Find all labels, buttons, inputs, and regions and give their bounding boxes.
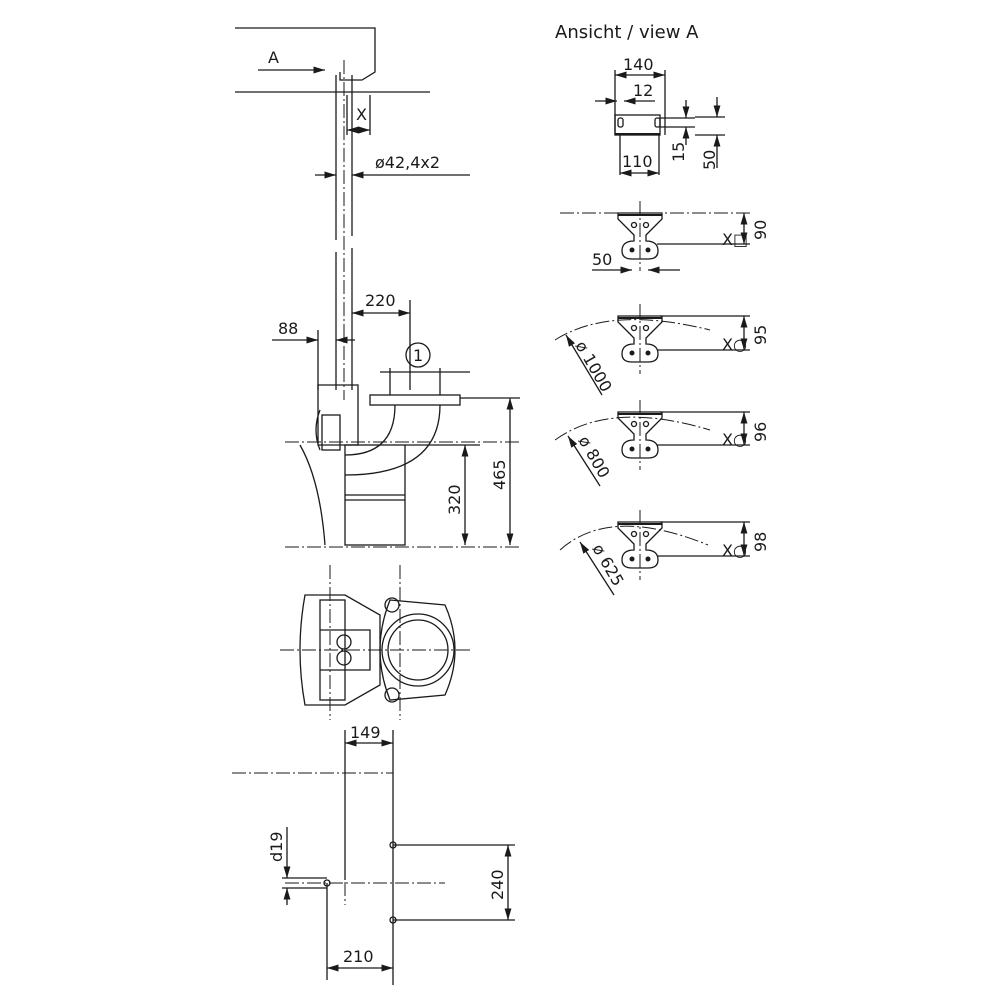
view-marker-a: A [268,48,279,67]
dim-465: 465 [490,459,509,490]
variant-x-label: X○ [722,335,747,354]
view-a: Ansicht / view A 140 12 110 15 50 [554,22,770,596]
variant-spacing: 50 [592,250,612,269]
dim-320: 320 [445,484,464,515]
dim-d19: d19 [267,831,286,862]
callout-1: 1 [413,346,423,365]
dim-220: 220 [365,291,396,310]
variant-x-label: X○ [722,541,747,560]
callout-circle [405,342,431,368]
variant-diameter: ø 1000 [572,338,616,396]
top-view [280,565,470,720]
dim-pipe-diameter: ø42,4x2 [375,153,440,172]
dim-149: 149 [350,723,381,742]
variant-diameter: ø 800 [575,433,614,482]
bracket-variant-800: X○ 96 ø 800 [554,399,770,487]
bracket-top-view: 140 12 110 15 50 [595,55,725,177]
dim-240: 240 [488,869,507,900]
bracket-variant-flat: X□ 90 50 [560,200,770,274]
dim-x: X [356,105,367,124]
side-view: A X ø42,4x2 220 88 1 320 [235,27,520,548]
variant-height: 96 [751,422,770,442]
variant-height: 90 [751,220,770,240]
dim-88: 88 [278,319,298,338]
variant-height: 98 [751,532,770,552]
bracket-variant-1000: X○ 95 ø 1000 [554,303,770,396]
variant-x-label: X□ [722,230,748,249]
foundation-plan: 149 240 d19 210 [232,723,515,985]
dim-12: 12 [633,81,653,100]
dim-110: 110 [622,152,653,171]
dim-50: 50 [700,150,719,170]
dim-15: 15 [669,142,688,162]
bracket-variant-625: X○ 98 ø 625 [559,509,770,596]
view-a-title: Ansicht / view A [555,22,699,43]
dim-210: 210 [343,947,374,966]
dim-140: 140 [623,55,654,74]
variant-x-label: X○ [722,430,747,449]
variant-height: 95 [751,325,770,345]
